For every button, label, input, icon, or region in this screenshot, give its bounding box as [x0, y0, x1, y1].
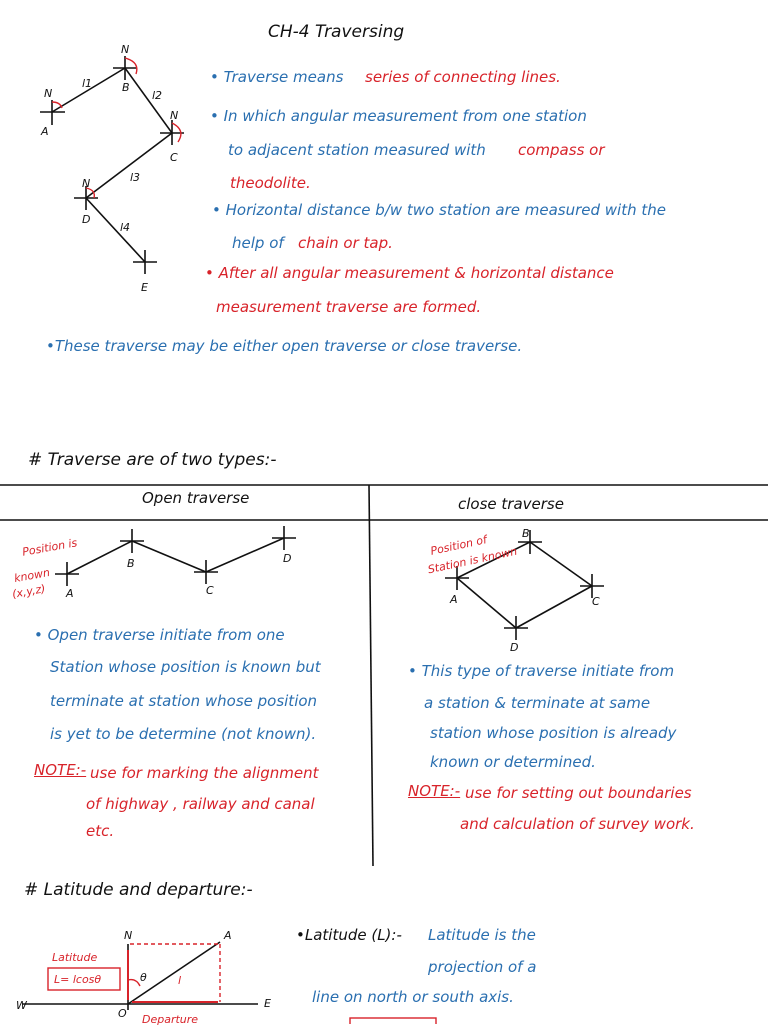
close-note-line1: use for setting out boundaries [465, 784, 692, 802]
open-station-a: A [66, 587, 74, 600]
line-label-l4: l4 [120, 221, 131, 234]
open-note-line1: use for marking the alignment [90, 764, 319, 782]
bullet-horizontal-line1: • Horizontal distance b/w two station ar… [212, 201, 666, 219]
north-label-b: N [121, 43, 130, 56]
latdep-west: W [16, 999, 27, 1012]
bullet-angular-line2b: compass or [518, 141, 605, 159]
bullet-traverse-def-b: series of connecting lines. [365, 68, 561, 86]
station-e: E [141, 281, 148, 294]
open-desc-line1: • Open traverse initiate from one [34, 626, 285, 644]
bullet-angular-line2a: to adjacent station measured with [228, 141, 486, 159]
close-station-d: D [510, 641, 519, 654]
latdep-departure: Departure [142, 1013, 199, 1026]
bullet-angular-line1: • In which angular measurement from one … [210, 107, 587, 125]
latdep-east: E [264, 997, 271, 1010]
open-note-line3: etc. [86, 822, 115, 840]
close-station-c: C [592, 595, 600, 608]
open-desc-line3: terminate at station whose position [50, 692, 318, 710]
open-station-c: C [206, 584, 214, 597]
latdep-formula: L= lcosθ [54, 973, 102, 986]
close-desc-line3: station whose position is already [430, 724, 677, 742]
close-desc-line2: a station & terminate at same [424, 694, 651, 712]
latitude-def-line1: Latitude is the [428, 926, 536, 944]
latitude-def-line3: line on north or south axis. [312, 988, 514, 1006]
close-station-a: A [450, 593, 458, 606]
types-heading: # Traverse are of two types:- [28, 450, 277, 470]
close-desc-line4: known or determined. [430, 753, 596, 771]
latitude-def-line2: projection of a [428, 958, 537, 976]
bullet-horizontal-line2b: chain or tap. [298, 234, 393, 252]
bullet-angular-line3: theodolite. [230, 174, 311, 192]
latdep-theta: θ [140, 971, 147, 984]
station-d: D [82, 213, 91, 226]
latdep-box-title: Latitude [52, 951, 98, 964]
latdep-point-a: A [224, 929, 232, 942]
close-note-line2: and calculation of survey work. [460, 815, 695, 833]
bullet-open-close: •These traverse may be either open trave… [46, 337, 523, 355]
open-station-b: B [127, 557, 135, 570]
open-note-label: NOTE:- [34, 761, 87, 779]
open-station-d: D [283, 552, 292, 565]
close-note-label: NOTE:- [408, 782, 461, 800]
line-label-l3: l3 [130, 171, 141, 184]
line-label-l2: l2 [152, 89, 163, 102]
latdep-origin: O [118, 1007, 127, 1020]
station-a: A [41, 125, 49, 138]
bullet-traverse-def-a: • Traverse means [210, 68, 344, 86]
open-desc-line2: Station whose position is known but [50, 658, 321, 676]
bullet-formed-line2: measurement traverse are formed. [216, 298, 482, 316]
latdep-heading: # Latitude and departure:- [24, 880, 253, 900]
north-label-c: N [170, 109, 179, 122]
bullet-formed-line1: • After all angular measurement & horizo… [205, 264, 614, 282]
line-label-l1: l1 [82, 77, 93, 90]
page-title: CH-4 Traversing [268, 22, 405, 42]
close-traverse-header: close traverse [458, 495, 564, 513]
station-c: C [170, 151, 178, 164]
north-label-a: N [44, 87, 53, 100]
open-traverse-header: Open traverse [142, 489, 250, 507]
bullet-horizontal-line2a: help of [232, 234, 284, 252]
station-b: B [122, 81, 130, 94]
latdep-length: l [178, 974, 182, 987]
close-station-b: B [522, 527, 530, 540]
close-desc-line1: • This type of traverse initiate from [408, 662, 675, 680]
north-label-d: N [82, 177, 91, 190]
latitude-label: •Latitude (L):- [296, 926, 402, 944]
open-desc-line4: is yet to be determine (not known). [50, 725, 317, 743]
open-note-line2: of highway , railway and canal [86, 795, 315, 813]
latdep-north: N [124, 929, 133, 942]
